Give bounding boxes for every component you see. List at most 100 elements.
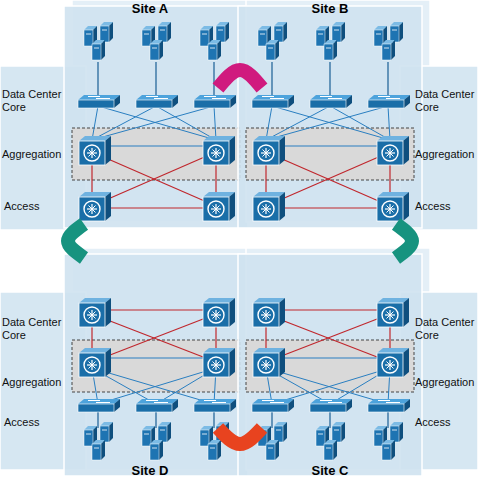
router-ring [84,307,100,323]
server-front [382,444,391,460]
router-side [403,136,409,165]
server-side [283,22,287,42]
router-arrow [213,150,220,157]
server-slot [86,434,91,435]
switch-front [136,404,172,412]
site-building [238,0,478,230]
server-tower [324,40,337,60]
server-slot [86,34,91,35]
router-side [105,136,111,165]
server-slot [318,34,323,35]
router-icon [253,192,285,221]
server-slot [268,448,273,449]
router-ring [258,307,274,323]
server-front [374,30,383,46]
server-uplink [271,62,272,96]
server-front [324,44,333,60]
server-slot [376,34,381,35]
router-ring [258,357,274,373]
switch-icon [310,399,352,412]
router-arrow [89,206,96,213]
server-tower [382,40,395,60]
server-tower [92,40,105,60]
router-front [377,303,403,327]
core-link [98,106,216,140]
router-arrow [387,206,394,213]
server-cluster [258,422,287,460]
switch-top [194,399,236,404]
switch-arrow [270,98,284,99]
server-front [382,44,391,60]
switch-front [78,404,114,412]
switch-side [404,95,410,108]
server-slot [210,48,215,49]
server-uplink [97,62,98,96]
access-link [266,368,388,404]
switch-arrow [378,96,390,97]
router-side [279,192,285,221]
server-slot [202,34,207,35]
switch-side [172,399,178,412]
tier-label: Access [415,200,450,213]
switch-side [346,399,352,412]
server-side [109,22,113,42]
switch-arrow [204,96,216,97]
router-ring [208,307,224,323]
router-side [229,136,235,165]
switch-front [252,100,288,108]
switch-top [78,399,120,404]
server-front [208,444,217,460]
server-slot [392,30,397,31]
router-front [377,197,403,221]
router-side [105,298,111,327]
core-link [92,106,156,140]
site-title: Site C [312,463,349,479]
server-uplink [155,62,156,96]
site-region: Site CData Center CoreAggregationAccess [262,258,480,482]
server-slot [318,434,323,435]
server-slot [392,430,397,431]
switch-arrow [146,400,158,401]
site-region: Site DData Center CoreAggregationAccess [0,258,218,482]
router-side [229,348,235,377]
switch-icon [78,399,120,412]
router-arrow [89,150,96,157]
switch-icon [194,95,236,108]
server-cluster [142,422,171,460]
router-arrow [263,362,270,369]
server-front [200,430,209,446]
router-side [279,298,285,327]
switch-arrow [212,98,226,99]
switch-arrow [88,400,100,401]
server-front [332,26,341,42]
switch-arrow [328,402,342,403]
server-side [399,422,403,442]
server-front [158,426,167,442]
switch-front [194,100,230,108]
server-front [324,444,333,460]
server-front [374,430,383,446]
router-arrow [213,362,220,369]
switch-top [368,399,410,404]
core-link [214,106,216,140]
switch-front [310,404,346,412]
router-front [377,141,403,165]
server-slot [384,448,389,449]
router-ring [84,357,100,373]
switch-arrow [88,96,100,97]
switch-top [252,399,294,404]
switch-front [368,100,404,108]
router-icon [377,298,409,327]
server-front [100,26,109,42]
server-slot [326,48,331,49]
server-tower [266,40,279,60]
tier-name: Data Center Core [2,88,66,114]
site-interconnect [218,70,262,88]
server-side [391,40,395,60]
switch-top [310,399,352,404]
server-slot [94,48,99,49]
server-side [275,40,279,60]
switch-side [230,95,236,108]
server-side [225,22,229,42]
